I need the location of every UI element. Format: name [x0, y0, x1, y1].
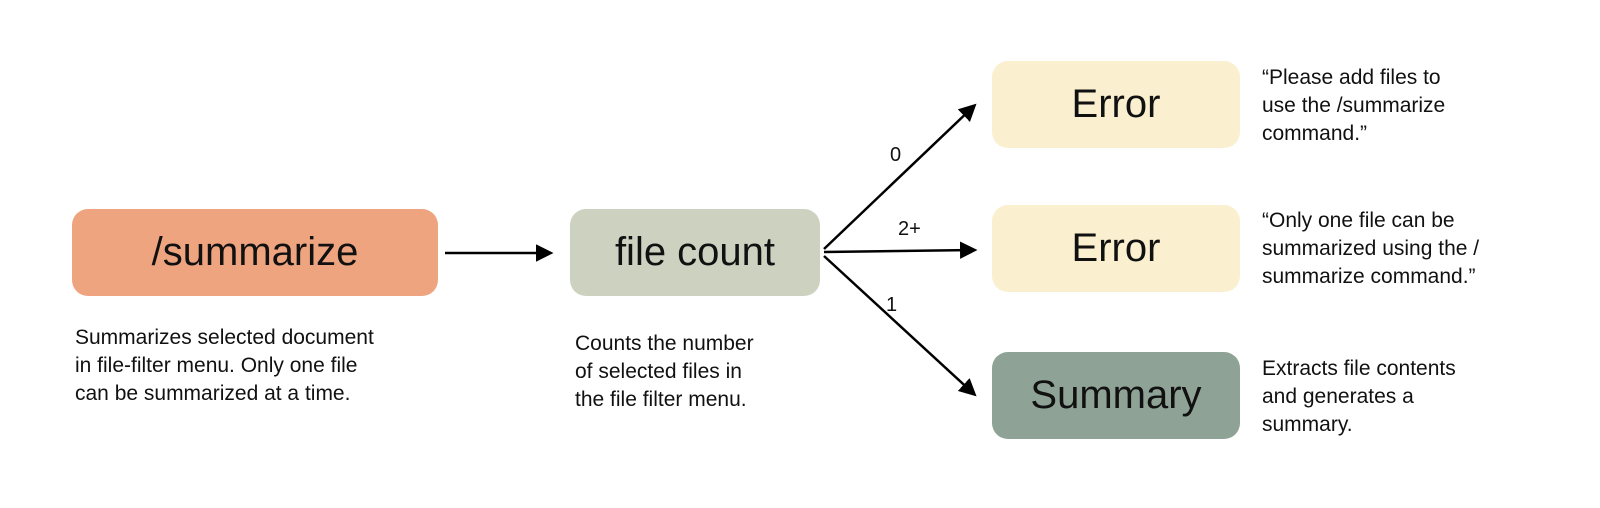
node-file-count-label: file count [614, 230, 776, 274]
node-error-two-plus: Error [992, 205, 1240, 292]
annotation-line: “Please add files to [1262, 66, 1441, 89]
annotation-line: Extracts file contents [1262, 357, 1456, 380]
node-file-count: file count [570, 209, 820, 296]
node-summarize-label: /summarize [151, 230, 359, 274]
annotation-line: summarized using the / [1262, 237, 1480, 260]
file-count-description: Counts the number of selected files in t… [575, 330, 754, 414]
error-zero-annotation: “Please add files to use the /summarize … [1262, 64, 1445, 148]
node-summary-label: Summary [1030, 373, 1202, 417]
annotation-line: summary. [1262, 413, 1353, 436]
annotation-line: use the /summarize [1262, 94, 1446, 117]
annotation-line: summarize command.” [1262, 265, 1476, 288]
annotation-line: command.” [1262, 122, 1368, 145]
description-line: Counts the number [575, 332, 754, 355]
edge-label-one: 1 [886, 294, 898, 316]
description-line: can be summarized at a time. [75, 382, 351, 405]
error-two-plus-annotation: “Only one file can be summarized using t… [1262, 207, 1479, 291]
edge-file-count-to-summary [823, 255, 977, 397]
description-line: in file-filter menu. Only one file [75, 354, 358, 377]
edge-file-count-to-error-two-plus [823, 241, 978, 259]
annotation-line: “Only one file can be [1262, 209, 1455, 232]
node-error-two-plus-label: Error [1071, 226, 1161, 270]
node-summary: Summary [992, 352, 1240, 439]
summarize-description: Summarizes selected document in file-fil… [75, 324, 374, 408]
description-line: Summarizes selected document [75, 326, 374, 349]
description-line: of selected files in [575, 360, 742, 383]
edge-label-two-plus: 2+ [898, 218, 921, 240]
description-line: the file filter menu. [575, 388, 747, 411]
node-error-zero-label: Error [1071, 82, 1161, 126]
summary-annotation: Extracts file contents and generates a s… [1262, 355, 1456, 439]
annotation-line: and generates a [1262, 385, 1414, 408]
node-error-zero: Error [992, 61, 1240, 148]
edge-label-zero: 0 [890, 144, 902, 166]
node-summarize: /summarize [72, 209, 438, 296]
